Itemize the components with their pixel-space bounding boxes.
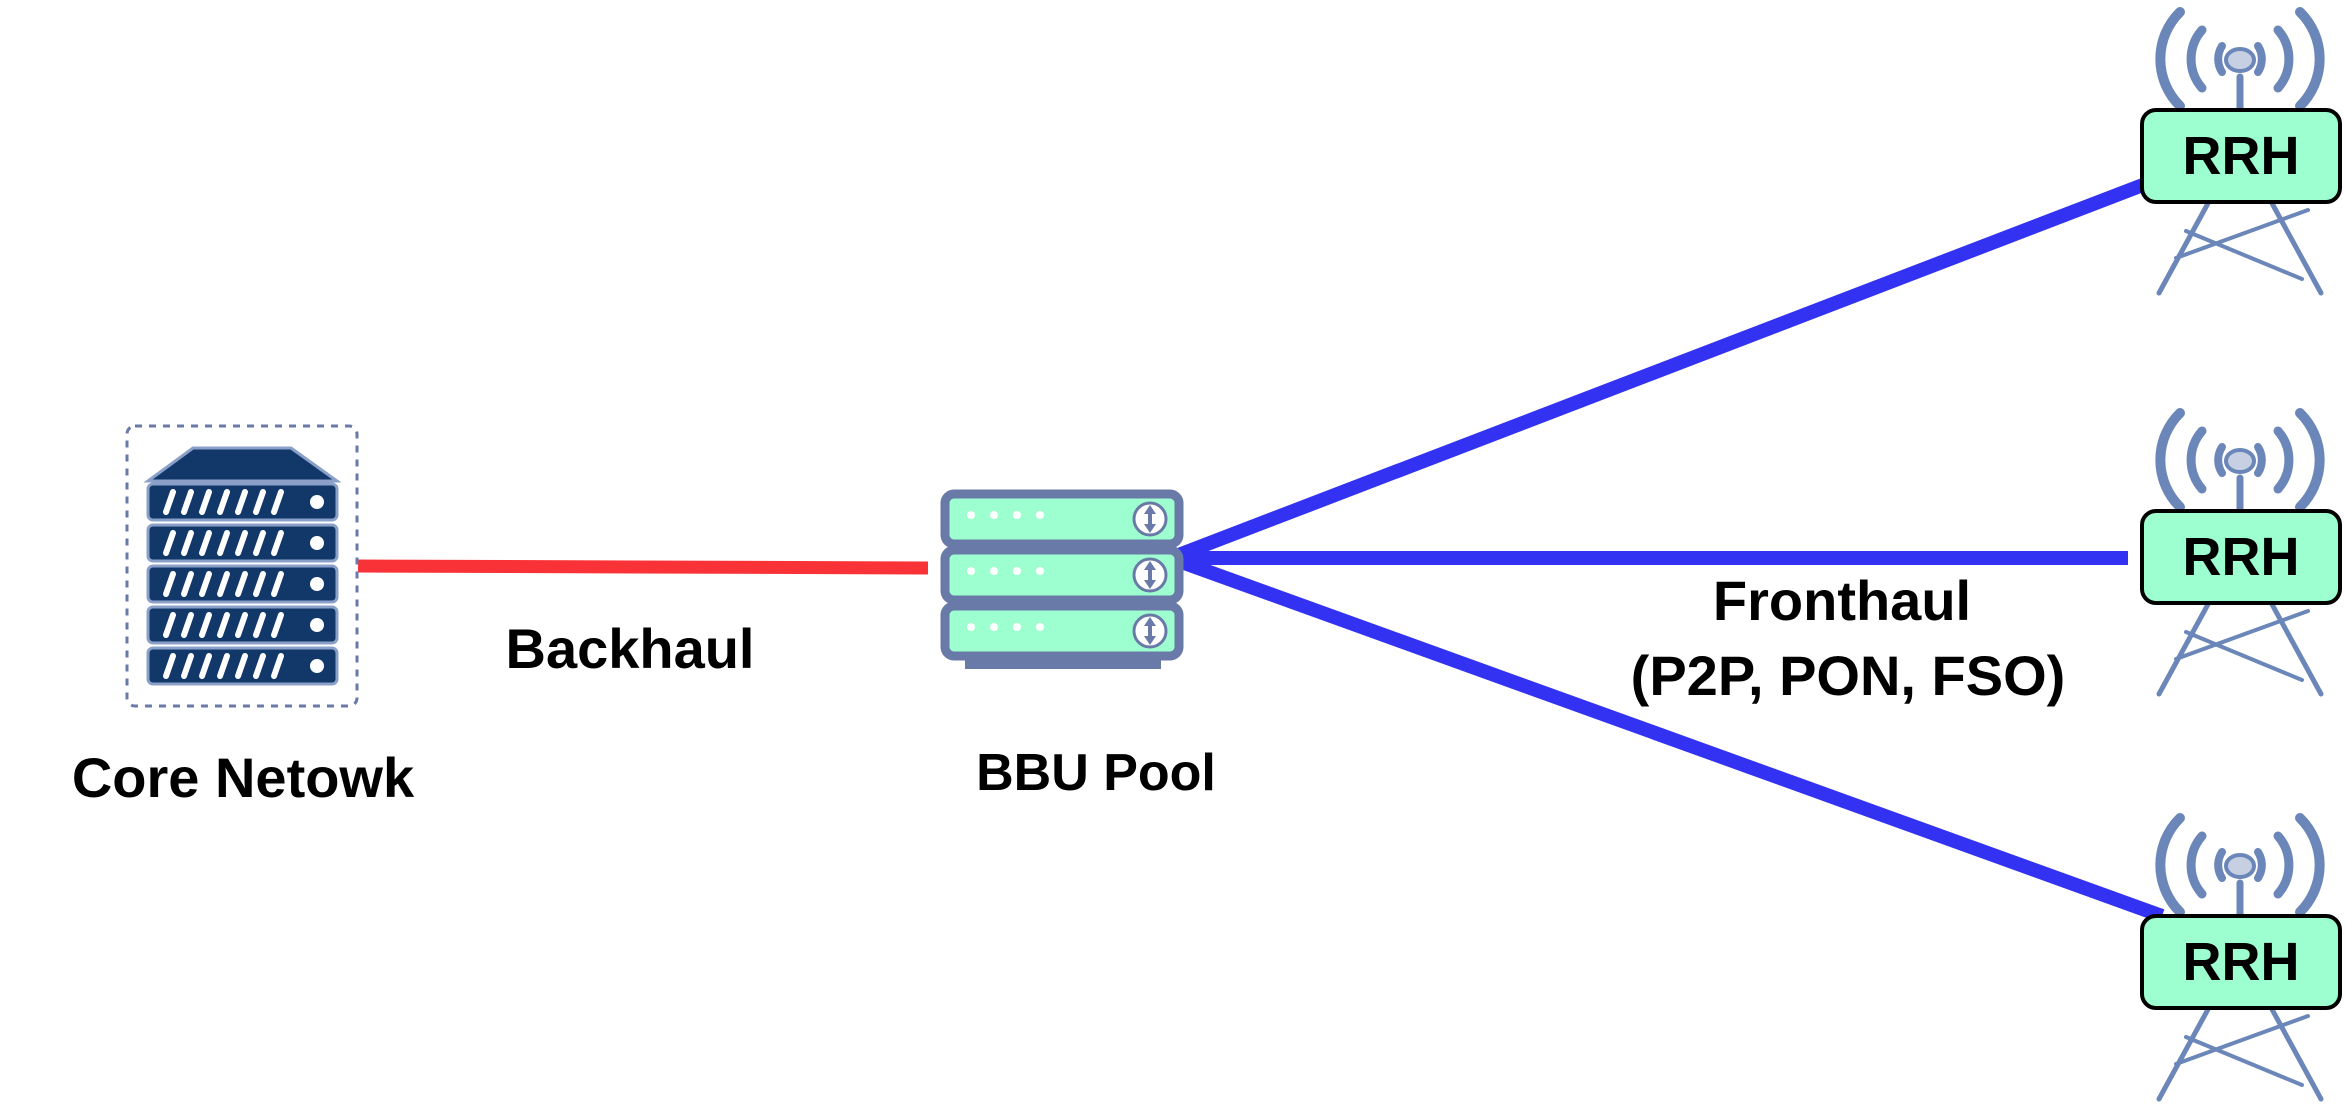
fronthaul-link-top bbox=[1173, 176, 2151, 563]
core-network: Core Netowk bbox=[72, 424, 415, 809]
bbu-pool-label: BBU Pool bbox=[976, 744, 1216, 802]
radio-tower-icon bbox=[2155, 813, 2325, 1102]
server-stack-icon bbox=[940, 489, 1184, 669]
rrh-box bbox=[2140, 509, 2342, 605]
fronthaul-label-technologies: (P2P, PON, FSO) bbox=[1631, 644, 2066, 707]
rrh-unit-bottom: RRH bbox=[2140, 813, 2342, 1102]
backhaul-label: Backhaul bbox=[506, 617, 755, 680]
rrh-unit-middle: RRH bbox=[2140, 408, 2342, 697]
radio-tower-icon bbox=[2155, 7, 2325, 296]
bbu-pool: BBU Pool bbox=[940, 489, 1216, 802]
links bbox=[357, 176, 2165, 923]
backhaul-link bbox=[357, 559, 929, 575]
rrh-label: RRH bbox=[2183, 126, 2300, 186]
server-rack-icon bbox=[143, 446, 342, 686]
rrh-label: RRH bbox=[2183, 932, 2300, 992]
rrh-unit-top: RRH bbox=[2140, 7, 2342, 296]
fronthaul-label-title: Fronthaul bbox=[1713, 569, 1971, 632]
fronthaul-label: Fronthaul (P2P, PON, FSO) bbox=[1631, 569, 2066, 707]
core-network-label: Core Netowk bbox=[72, 746, 415, 809]
rrh-label: RRH bbox=[2183, 527, 2300, 587]
rrh-box bbox=[2140, 108, 2342, 204]
rrh-box bbox=[2140, 914, 2342, 1010]
fronthaul-link-bottom bbox=[1173, 553, 2165, 923]
